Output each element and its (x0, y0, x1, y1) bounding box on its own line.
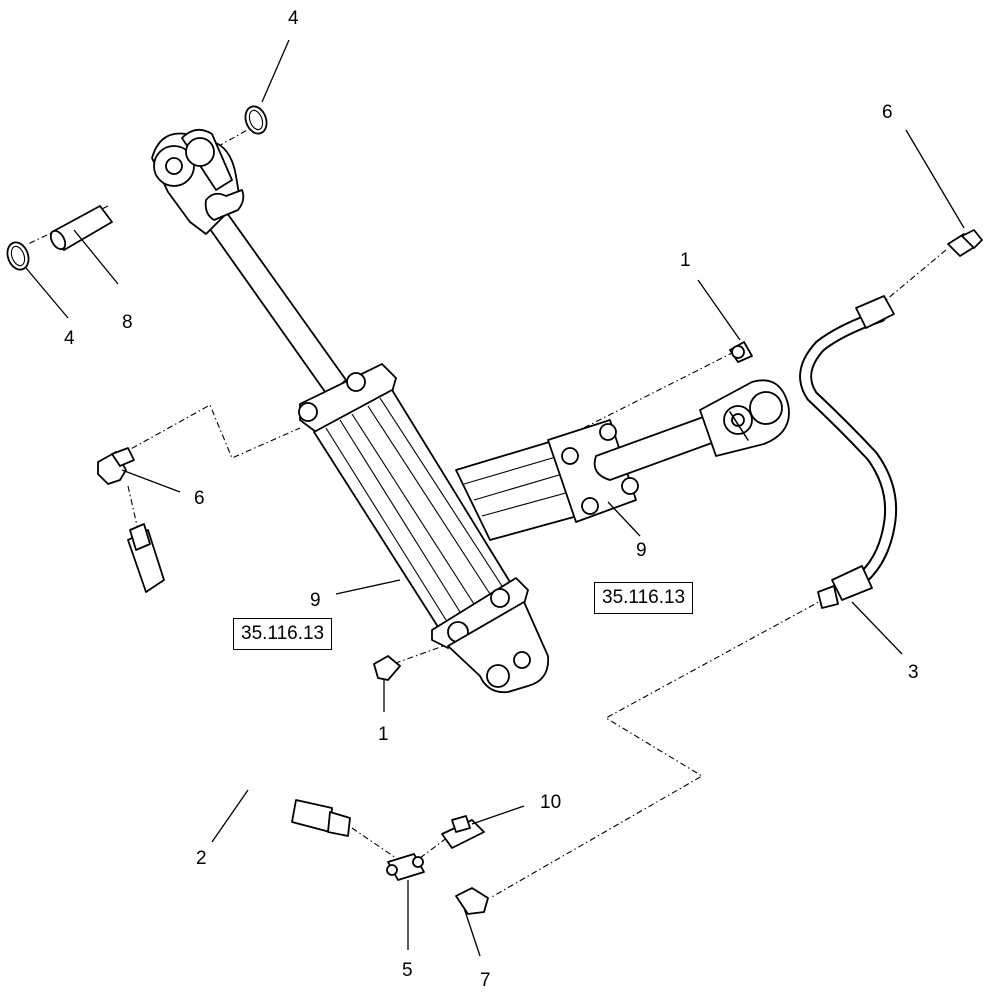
hose-3 (799, 295, 898, 609)
callout-9-right: 9 (636, 540, 647, 561)
callout-6-right: 6 (882, 102, 893, 123)
fitting-1-top (729, 341, 753, 363)
snap-ring-4-top (244, 105, 268, 135)
callout-2: 2 (196, 848, 207, 869)
fitting-6-right (947, 229, 983, 257)
callout-1-top: 1 (680, 250, 691, 271)
callout-5: 5 (402, 960, 413, 981)
fitting-7-elbow (455, 887, 489, 915)
fitting-1-bottom (373, 655, 401, 681)
snap-ring-4-bottom (6, 241, 30, 271)
fitting-10-tee (441, 815, 485, 849)
reference-link-right[interactable]: 35.116.13 (594, 582, 694, 614)
callout-9-left: 9 (310, 590, 321, 611)
callout-4-bottom: 4 (64, 328, 75, 349)
callout-1-bottom: 1 (378, 724, 389, 745)
hydraulic-cylinder-main (151, 128, 550, 694)
callout-10: 10 (540, 792, 561, 813)
callout-3: 3 (908, 662, 919, 683)
pin-8 (49, 205, 113, 251)
fitting-6-elbow (97, 447, 135, 485)
leader-lines (25, 39, 965, 957)
callout-8: 8 (122, 312, 133, 333)
callout-labels: 4 4 8 6 1 6 9 9 1 3 2 10 5 7 (64, 8, 919, 991)
fitting-5-cross (386, 853, 425, 881)
callout-6-left: 6 (194, 488, 205, 509)
hydraulic-cylinder-secondary (455, 379, 790, 541)
callout-4-top: 4 (288, 8, 299, 29)
hose-2 (110, 523, 351, 837)
callout-7: 7 (480, 970, 491, 991)
reference-link-left[interactable]: 35.116.13 (233, 618, 333, 650)
